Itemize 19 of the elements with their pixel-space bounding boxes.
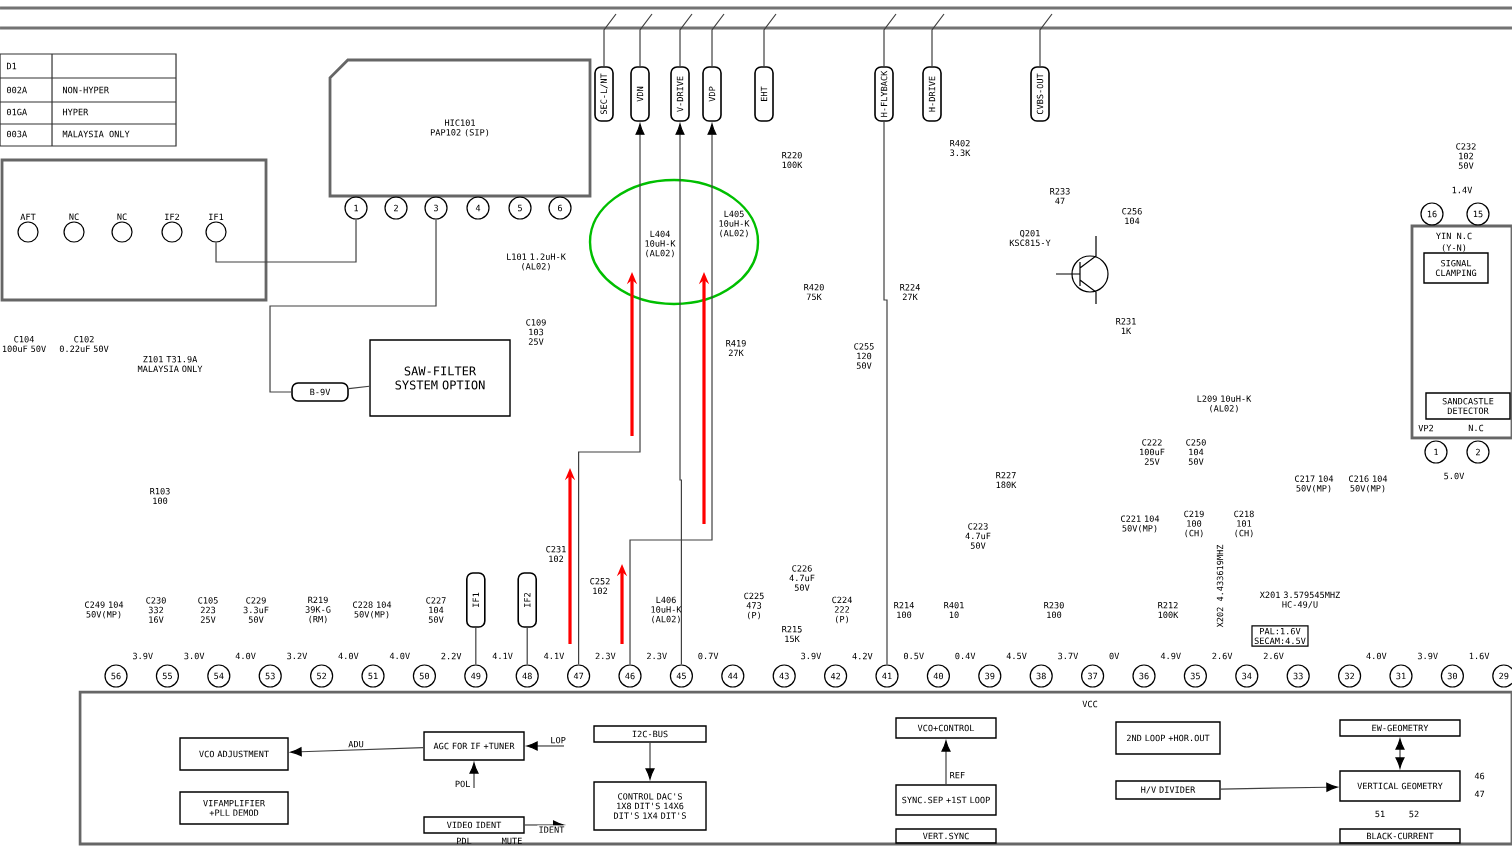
- connector: [578, 123, 645, 665]
- connector: [469, 762, 479, 789]
- connector: [526, 741, 565, 751]
- connector: [675, 123, 685, 665]
- connector: [526, 627, 528, 665]
- connector: [629, 123, 717, 665]
- ic-outline: [1410, 224, 1512, 440]
- connector: [269, 219, 437, 393]
- connector: [645, 742, 655, 780]
- connector: [883, 121, 888, 665]
- connector: [1395, 738, 1405, 769]
- connector: [1220, 782, 1338, 792]
- connector: [290, 747, 424, 757]
- ic-outline: [0, 158, 268, 302]
- ic-outline: [78, 690, 1512, 846]
- connector: [215, 219, 357, 263]
- connector: [348, 385, 370, 390]
- connector: [475, 627, 477, 665]
- connector: [941, 740, 951, 785]
